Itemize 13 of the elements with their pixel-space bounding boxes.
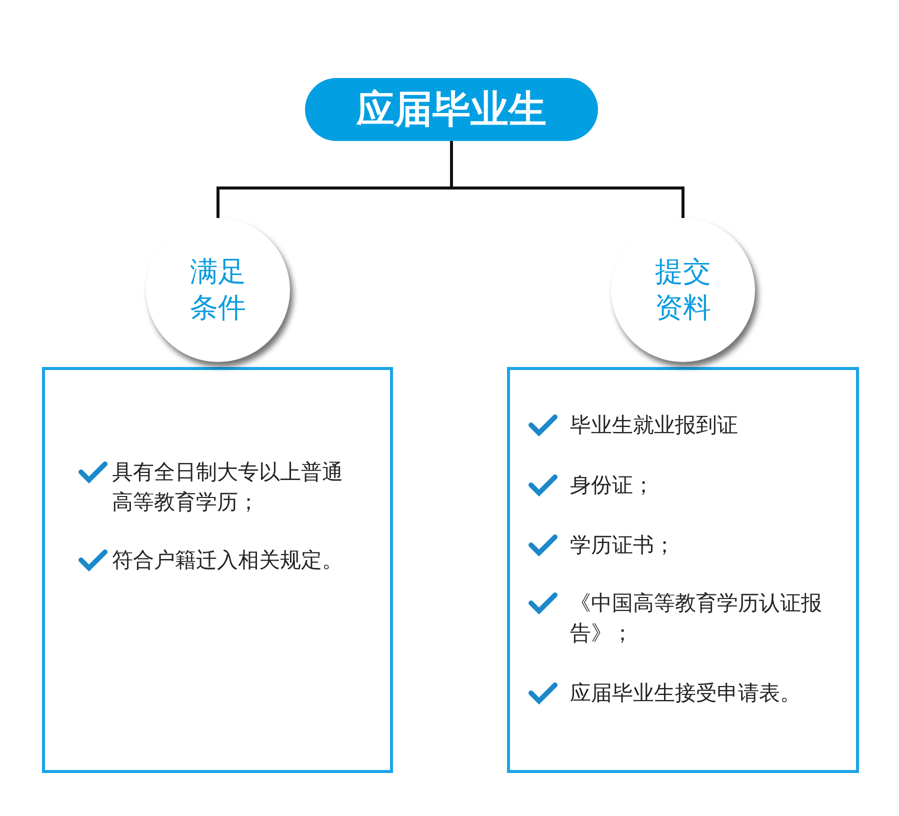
- list-item-text: 学历证书；: [570, 532, 676, 559]
- list-item-text: 毕业生就业报到证: [570, 412, 739, 439]
- list-box: [507, 367, 859, 773]
- heading-text: 满足条件: [189, 254, 247, 326]
- list-item-text: 《中国高等教育学历认证报告》；: [570, 590, 823, 647]
- connector-line: [450, 141, 684, 218]
- list-box: [42, 367, 393, 773]
- list-item-text: 身份证；: [570, 472, 655, 499]
- heading-text: 提交资料: [654, 254, 712, 326]
- list-item-text: 符合户籍迁入相关规定。: [112, 547, 344, 574]
- list-item-text: 具有全日制大专以上普通高等教育学历；: [112, 459, 344, 516]
- heading-text: 应届毕业生: [356, 86, 546, 133]
- list-item-text: 应届毕业生接受申请表。: [570, 680, 802, 707]
